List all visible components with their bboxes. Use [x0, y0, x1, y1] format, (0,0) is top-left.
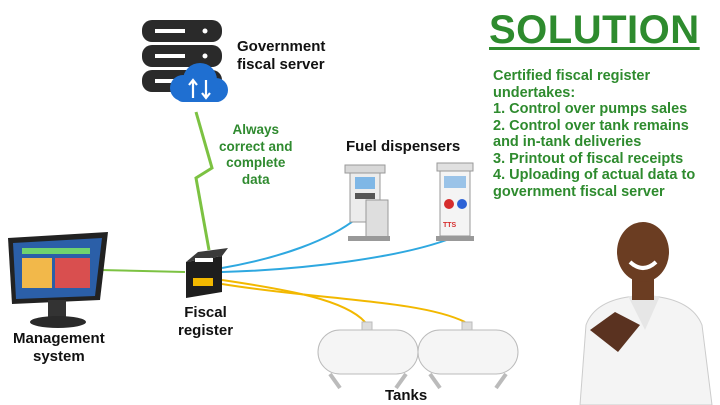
solution-step: 4. Uploading of actual data to governmen…: [493, 167, 718, 200]
step-text: Uploading of actual data to government f…: [493, 167, 696, 200]
wire-register-tank-2: [221, 283, 466, 323]
link-label-line4: data: [241, 171, 270, 187]
link-label-line2: correct and: [219, 138, 293, 154]
management-label-line1: Management: [13, 330, 105, 347]
solution-steps: 1. Control over pumps sales 2. Control o…: [493, 101, 718, 200]
pos-terminal-icon: [8, 232, 108, 328]
fuel-dispenser-icon: [344, 164, 390, 241]
server-label-line2: fiscal server: [237, 56, 325, 73]
step-text: Control over tank remains and in-tank de…: [493, 117, 689, 151]
step-text: Printout of fiscal receipts: [509, 150, 684, 167]
server-label-line1: Government: [237, 38, 326, 55]
link-label-line1: Always: [232, 122, 280, 137]
link-label: Always correct and complete data: [219, 122, 293, 188]
server-label: Government fiscal server: [237, 38, 325, 74]
solution-panel: Certified fiscal register undertakes: 1.…: [493, 68, 718, 200]
fuel-tank-icon: [417, 321, 519, 390]
management-label: Management system: [13, 330, 105, 366]
step-text: Control over pumps sales: [509, 101, 688, 117]
step-number: 1.: [493, 101, 506, 117]
dispenser-brand-label: TTS: [443, 222, 457, 229]
solution-intro: Certified fiscal register undertakes:: [493, 68, 651, 101]
register-label-line1: Fiscal: [184, 304, 227, 321]
step-number: 3.: [493, 150, 506, 167]
wire-register-tank-1: [221, 279, 366, 323]
cloud-sync-icon: [170, 63, 228, 102]
wire-register-dispenser-2: [221, 237, 453, 273]
solution-step: 3. Printout of fiscal receipts: [493, 151, 718, 168]
link-label-line3: complete: [226, 155, 286, 170]
solution-step: 1. Control over pumps sales: [493, 101, 718, 118]
fuel-dispenser-icon: [436, 162, 474, 241]
wireless-link: [194, 111, 214, 251]
businessman-illustration: [579, 222, 713, 405]
step-number: 4.: [493, 167, 506, 183]
wire-register-dispenser-1: [221, 217, 358, 269]
fuel-tank-icon: [317, 321, 419, 390]
tanks-label: Tanks: [385, 387, 428, 404]
management-label-line2: system: [32, 348, 85, 365]
dispensers-label: Fuel dispensers: [346, 138, 461, 155]
wire-management-register: [99, 269, 186, 273]
solution-step: 2. Control over tank remains and in-tank…: [493, 118, 718, 151]
register-label-line2: register: [178, 322, 234, 339]
fiscal-register-icon: [186, 248, 228, 298]
register-label: Fiscal register: [178, 304, 233, 340]
solution-title: SOLUTION: [489, 8, 700, 52]
step-number: 2.: [493, 117, 506, 134]
